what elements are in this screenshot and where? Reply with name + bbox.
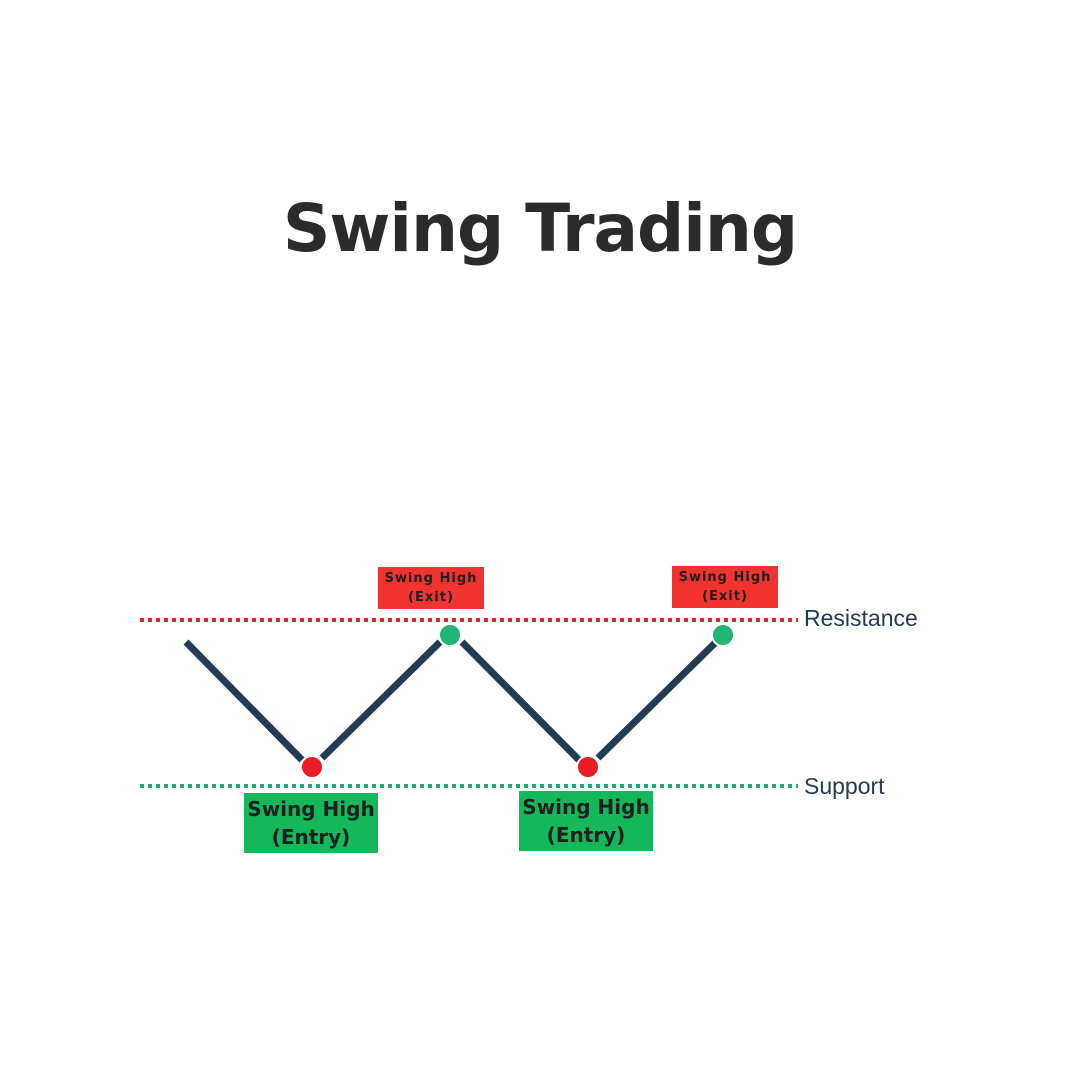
callout-line1: Swing High bbox=[247, 797, 375, 821]
exit-point bbox=[711, 623, 735, 647]
callout-line1: Swing High bbox=[678, 570, 772, 585]
callout-line2: (Exit) bbox=[408, 590, 454, 605]
resistance-label: Resistance bbox=[804, 605, 918, 631]
entry-point bbox=[300, 755, 324, 779]
exit-callout: Swing High (Exit) bbox=[672, 566, 778, 608]
exit-callout: Swing High (Exit) bbox=[378, 567, 484, 609]
price-path bbox=[183, 639, 719, 763]
callout-line1: Swing High bbox=[384, 571, 478, 586]
entry-callout: Swing High (Entry) bbox=[519, 791, 653, 851]
page-title: Swing Trading bbox=[282, 190, 798, 267]
exit-point bbox=[438, 623, 462, 647]
entry-callout: Swing High (Entry) bbox=[244, 793, 378, 853]
price-segment bbox=[459, 639, 582, 763]
callout-line1: Swing High bbox=[522, 795, 650, 819]
callout-line2: (Entry) bbox=[271, 825, 351, 849]
support-label: Support bbox=[804, 773, 885, 799]
entry-point bbox=[576, 755, 600, 779]
price-segment bbox=[319, 639, 443, 761]
callout-line2: (Exit) bbox=[702, 589, 748, 604]
callout-line2: (Entry) bbox=[546, 823, 626, 847]
price-segment bbox=[183, 639, 305, 763]
price-segment bbox=[595, 639, 719, 761]
